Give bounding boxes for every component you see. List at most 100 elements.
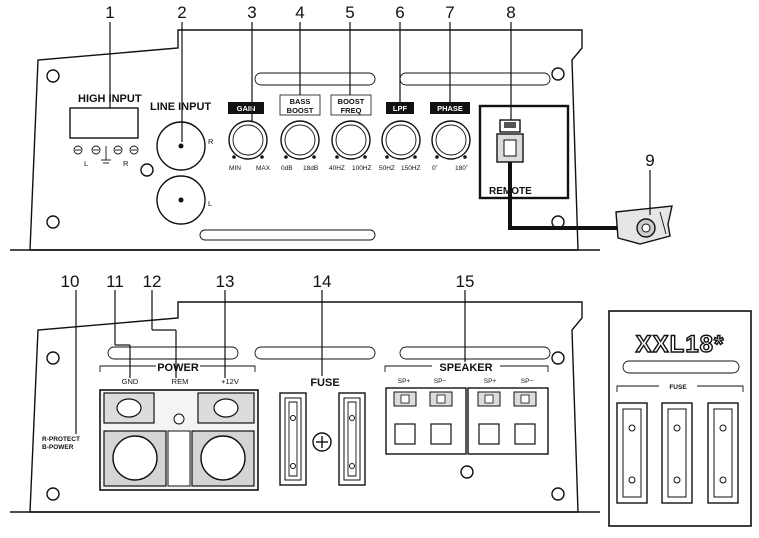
speaker-label-bg xyxy=(432,362,500,370)
fuse-holder-screw xyxy=(312,432,332,452)
vent-slot xyxy=(107,346,239,360)
top-panel-outline xyxy=(29,29,583,251)
rca-right-jack[interactable] xyxy=(156,121,206,171)
phase-knob[interactable] xyxy=(431,120,471,160)
boost-freq-tag-line2: FREQ xyxy=(341,106,362,115)
remote-port: REMOTE xyxy=(478,104,570,200)
callout-6: 6 xyxy=(395,3,404,22)
speaker-terminal[interactable] xyxy=(477,391,501,445)
high-input-connector[interactable] xyxy=(69,107,139,139)
led-label-power: B-POWER xyxy=(42,444,74,451)
gain-tag-bg xyxy=(228,102,264,114)
bass-boost-max-label: 18dB xyxy=(303,165,318,172)
phase-max-label: 180˚ xyxy=(455,164,468,172)
phase-min-label: 0˚ xyxy=(432,164,438,172)
gain-tag: GAIN xyxy=(237,104,256,113)
fuse-left[interactable] xyxy=(279,392,307,486)
high-input-terminals xyxy=(73,145,139,155)
callout-1: 1 xyxy=(105,3,114,22)
fuse-right[interactable] xyxy=(338,392,366,486)
boost-freq-max-label: 100HZ xyxy=(352,165,372,172)
vent-slot xyxy=(399,346,551,360)
line-input-left-label: L xyxy=(208,199,212,208)
speaker-terminal[interactable] xyxy=(513,391,537,445)
screw-hole xyxy=(460,465,474,479)
phase-tag: PHASE xyxy=(437,104,463,113)
bass-boost-knob[interactable] xyxy=(280,120,320,160)
power-terminal-block: POWER GND REM +12V xyxy=(99,362,259,491)
v12-screw[interactable] xyxy=(213,398,239,418)
screw-hole xyxy=(551,67,565,81)
phase-control: PHASE 0˚ 180˚ xyxy=(430,102,471,172)
top-panel: HIGH INPUT L R LINE INPUT R L GAIN xyxy=(10,29,673,251)
rca-pin xyxy=(178,197,184,203)
v12-socket[interactable] xyxy=(200,435,246,481)
gain-knob[interactable] xyxy=(228,120,268,160)
speaker-terminal-label: SP+ xyxy=(398,378,411,385)
remote-plug xyxy=(503,139,517,157)
callout-12: 12 xyxy=(143,272,162,291)
vent-slot xyxy=(199,229,376,241)
speaker-terminal-label: SP+ xyxy=(484,378,497,385)
boost-freq-tag-line1: BOOST xyxy=(338,97,365,106)
gnd-screw[interactable] xyxy=(116,398,142,418)
speaker-terminal[interactable] xyxy=(429,391,453,445)
lpf-control: LPF 50HZ 150HZ xyxy=(379,102,421,172)
gain-min-label: MIN xyxy=(229,165,241,172)
led-label-protect: R-PROTECT xyxy=(42,436,80,443)
callout-14: 14 xyxy=(313,272,332,291)
inset-fuse[interactable] xyxy=(707,402,739,504)
lpf-tag: LPF xyxy=(393,104,408,113)
rca-left-jack[interactable] xyxy=(156,175,206,225)
model-inset: XXL18* FUSE xyxy=(608,310,752,527)
speaker-terminal[interactable] xyxy=(393,391,417,445)
boost-freq-control: BOOST FREQ 40HZ 100HZ xyxy=(329,94,372,172)
screw-hole xyxy=(140,163,154,177)
screw-hole xyxy=(551,487,565,501)
boost-freq-tag-bg xyxy=(330,94,372,116)
callouts: 1 2 3 4 5 6 7 8 9 10 11 12 13 14 15 xyxy=(61,3,655,434)
screw-hole xyxy=(46,487,60,501)
lpf-min-label: 50HZ xyxy=(379,165,395,172)
callout-8: 8 xyxy=(506,3,515,22)
inset-model-name: XXL18* xyxy=(636,331,725,358)
power-label-bg xyxy=(156,363,200,371)
inset-fuse[interactable] xyxy=(661,402,693,504)
speaker-terminal-block: SPEAKER SP+ SP− SP+ SP− xyxy=(384,362,549,455)
remote-connector[interactable] xyxy=(496,133,524,163)
v12-label: +12V xyxy=(221,377,239,386)
inset-fuse-label-bg xyxy=(659,381,697,391)
rca-pin xyxy=(178,143,184,149)
lpf-knob[interactable] xyxy=(381,120,421,160)
callout-13: 13 xyxy=(216,272,235,291)
knob-inner xyxy=(435,124,467,156)
high-input-right-label: R xyxy=(123,159,129,168)
gain-max-label: MAX xyxy=(256,165,271,172)
knob-inner xyxy=(232,124,264,156)
speaker-terminal-label: SP− xyxy=(521,378,534,385)
remote-box xyxy=(478,104,570,200)
screw-hole xyxy=(551,351,565,365)
callout-5: 5 xyxy=(345,3,354,22)
callout-9: 9 xyxy=(645,151,654,170)
high-input-left-label: L xyxy=(84,159,88,168)
gain-control: GAIN MIN MAX xyxy=(228,102,271,172)
bass-boost-tag-line1: BASS xyxy=(290,97,311,106)
callout-7: 7 xyxy=(445,3,454,22)
knob-inner xyxy=(284,124,316,156)
rem-screw[interactable] xyxy=(173,413,185,425)
boost-freq-knob[interactable] xyxy=(331,120,371,160)
line-input-right-label: R xyxy=(208,137,214,146)
bass-boost-tag-line2: BOOST xyxy=(287,106,314,115)
bottom-panel: R-PROTECT B-POWER POWER GND REM +12V FUS… xyxy=(10,301,600,513)
remote-level-controller[interactable] xyxy=(615,205,673,245)
vent-slot xyxy=(254,72,376,86)
screw-hole xyxy=(46,215,60,229)
gnd-socket[interactable] xyxy=(112,435,158,481)
inset-fuse[interactable] xyxy=(616,402,648,504)
power-label: POWER xyxy=(157,362,199,374)
knob-inner xyxy=(335,124,367,156)
lpf-tag-bg xyxy=(386,102,414,114)
